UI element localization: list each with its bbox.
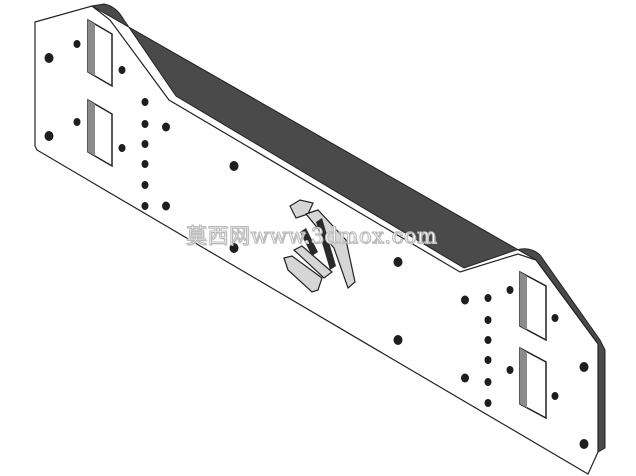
center-tabs: [283, 199, 356, 293]
hole: [484, 399, 492, 407]
hole: [141, 160, 149, 168]
hole: [506, 366, 514, 374]
slot-wall: [88, 100, 95, 156]
hole: [44, 53, 54, 63]
hole: [461, 373, 469, 383]
hole: [229, 161, 239, 171]
tab: [292, 245, 333, 279]
hole: [551, 314, 559, 322]
hole: [506, 286, 514, 294]
hole: [484, 356, 492, 364]
hole: [141, 120, 149, 128]
hole: [162, 201, 170, 211]
hole: [484, 378, 492, 386]
hole: [44, 131, 54, 141]
hole: [484, 294, 492, 302]
hole: [73, 118, 81, 126]
hole: [551, 392, 559, 400]
tab: [304, 209, 356, 290]
hole: [162, 122, 170, 132]
left-slots: [87, 18, 113, 168]
right-slots: [519, 270, 547, 420]
hole: [484, 336, 492, 344]
hole: [141, 202, 149, 210]
hole: [141, 140, 149, 148]
plate-edge: [90, 3, 606, 453]
hole: [118, 66, 126, 74]
hole: [73, 40, 81, 48]
hole: [141, 98, 149, 106]
tab: [283, 255, 323, 293]
hole: [141, 181, 149, 189]
tab-slot: [300, 228, 318, 256]
hole: [579, 439, 589, 449]
tab-slot: [316, 218, 336, 270]
slot-wall: [520, 272, 527, 330]
holes: [44, 40, 589, 449]
hole: [579, 362, 589, 372]
slot-wall: [520, 348, 527, 408]
hole: [393, 335, 403, 345]
hole: [393, 257, 403, 267]
plate-face: [34, 5, 599, 475]
hole: [118, 144, 126, 152]
hole: [229, 243, 239, 253]
hole: [484, 316, 492, 324]
slot-wall: [88, 20, 95, 76]
hole: [461, 295, 469, 305]
